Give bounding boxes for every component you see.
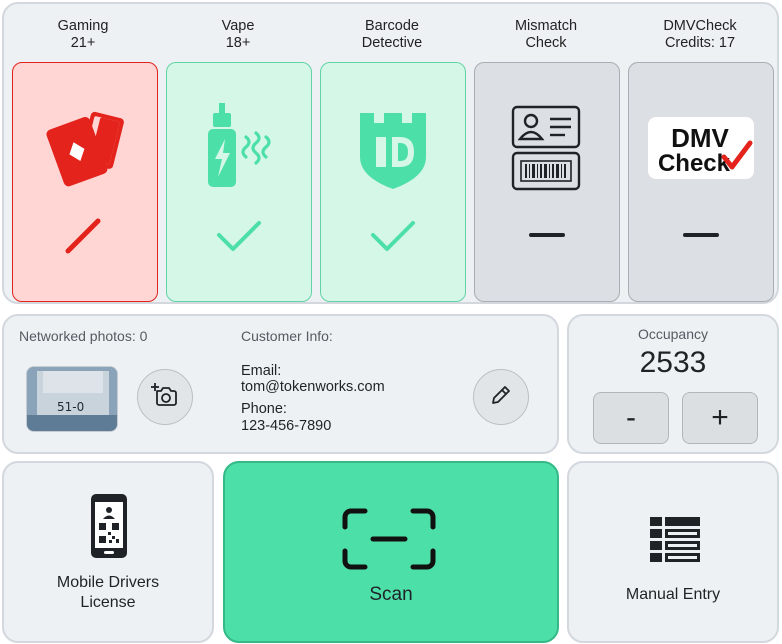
- email-label: Email:: [241, 363, 282, 379]
- phone-label: Phone:: [241, 401, 287, 417]
- dmvcheck-title: DMVCheck Credits: 17: [663, 18, 737, 51]
- scan-button[interactable]: Scan: [223, 461, 559, 643]
- form-list-icon: [650, 517, 700, 568]
- pass-check-icon: [167, 213, 311, 257]
- dmvcheck-logo: DMV Check: [629, 103, 773, 193]
- barcode-detective-title: Barcode Detective: [361, 18, 423, 51]
- manual-entry-button[interactable]: Manual Entry: [567, 461, 779, 643]
- increment-occupancy-button[interactable]: +: [682, 392, 758, 444]
- mobile-qr-phone-icon: [90, 493, 128, 564]
- dmv-logo-text-2: Check: [658, 150, 731, 177]
- id-checks-panel: Gaming 21+ Vape 18+ Barcode Detective Mi…: [2, 2, 779, 304]
- pass-check-icon: [321, 213, 465, 257]
- id-card-barcode-icon: [475, 103, 619, 193]
- dmvcheck-card[interactable]: DMV Check: [628, 62, 774, 302]
- photo-thumbnail[interactable]: 51-0: [26, 366, 118, 432]
- phone-value: 123-456-7890: [241, 418, 332, 434]
- mismatch-check-card[interactable]: [474, 62, 620, 302]
- occupancy-panel: Occupancy 2533 - +: [567, 314, 779, 454]
- neutral-dash-icon: [475, 213, 619, 257]
- decrement-occupancy-button[interactable]: -: [593, 392, 669, 444]
- gaming-check-card[interactable]: [12, 62, 158, 302]
- mobile-drivers-license-button[interactable]: Mobile Drivers License: [2, 461, 214, 643]
- scan-label: Scan: [369, 584, 413, 605]
- add-photo-button[interactable]: [137, 369, 193, 425]
- edit-customer-button[interactable]: [473, 369, 529, 425]
- neutral-dash-icon: [629, 213, 773, 257]
- mobile-drivers-license-label: Mobile Drivers License: [56, 574, 160, 611]
- vape-check-card[interactable]: [166, 62, 312, 302]
- photo-thumb-text: 51-0: [57, 400, 84, 414]
- mismatch-check-title: Mismatch Check: [514, 18, 578, 51]
- vape-title: Vape 18+: [221, 18, 255, 51]
- fail-slash-icon: [13, 213, 157, 257]
- barcode-detective-shield-icon: [321, 103, 465, 193]
- pencil-icon: [490, 384, 512, 411]
- customer-info-heading: Customer Info:: [241, 328, 333, 344]
- occupancy-count: 2533: [639, 346, 707, 379]
- manual-entry-label: Manual Entry: [625, 586, 721, 603]
- networked-photos-label: Networked photos: 0: [19, 328, 148, 344]
- scan-frame-icon: [341, 507, 437, 576]
- email-value: tom@tokenworks.com: [241, 379, 385, 395]
- playing-cards-icon: [13, 103, 157, 193]
- camera-plus-icon: [151, 381, 179, 414]
- vape-icon: [167, 103, 311, 193]
- customer-panel: Networked photos: 0 51-0 Customer Info: …: [2, 314, 559, 454]
- dmv-logo-text-1: DMV: [671, 123, 729, 153]
- occupancy-label: Occupancy: [637, 326, 709, 342]
- barcode-detective-check-card[interactable]: [320, 62, 466, 302]
- gaming-title: Gaming 21+: [57, 18, 109, 51]
